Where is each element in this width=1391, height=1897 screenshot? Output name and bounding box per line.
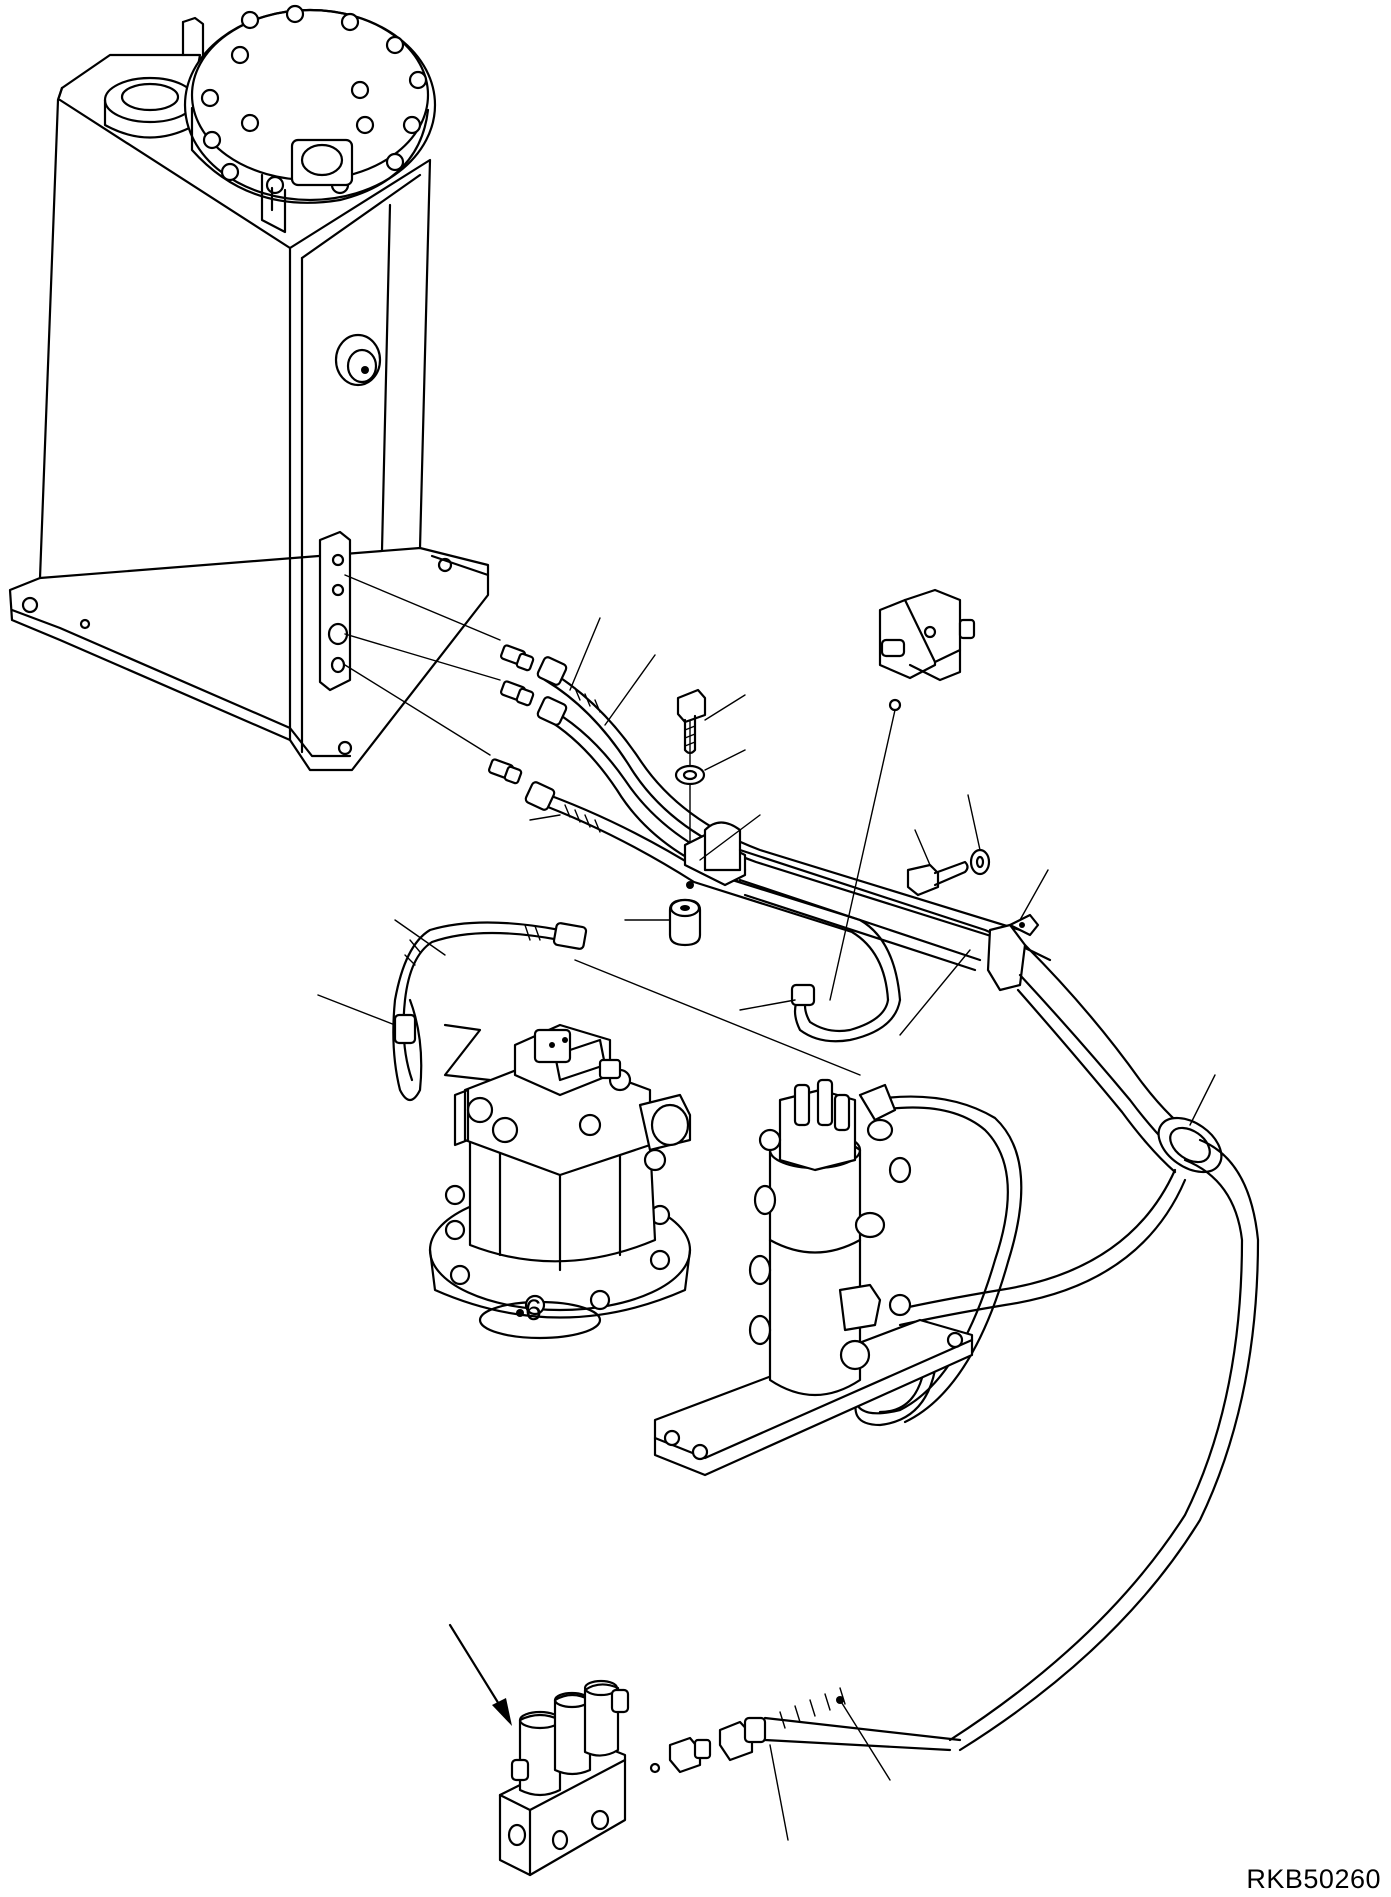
item-number-label: 6 [525,1294,542,1327]
hose-bundle [524,656,1260,1752]
leader-lines [317,617,1216,1841]
assembly-center-lines [344,574,896,1076]
section-marks [443,1023,492,1082]
hydraulic-tank [8,4,490,772]
pilot-valve [878,588,976,682]
swing-motor-hoses [392,921,1023,1427]
bottom-fittings [649,1687,962,1774]
fittings [488,644,535,785]
loose-parts [668,688,991,947]
swing-motor: 6 [428,1023,692,1340]
swivel-joint [653,1078,974,1477]
solenoid-valve [448,1623,630,1877]
drawing-code-label: RKB50260 [1246,1864,1381,1894]
cover-bolts [200,4,428,195]
